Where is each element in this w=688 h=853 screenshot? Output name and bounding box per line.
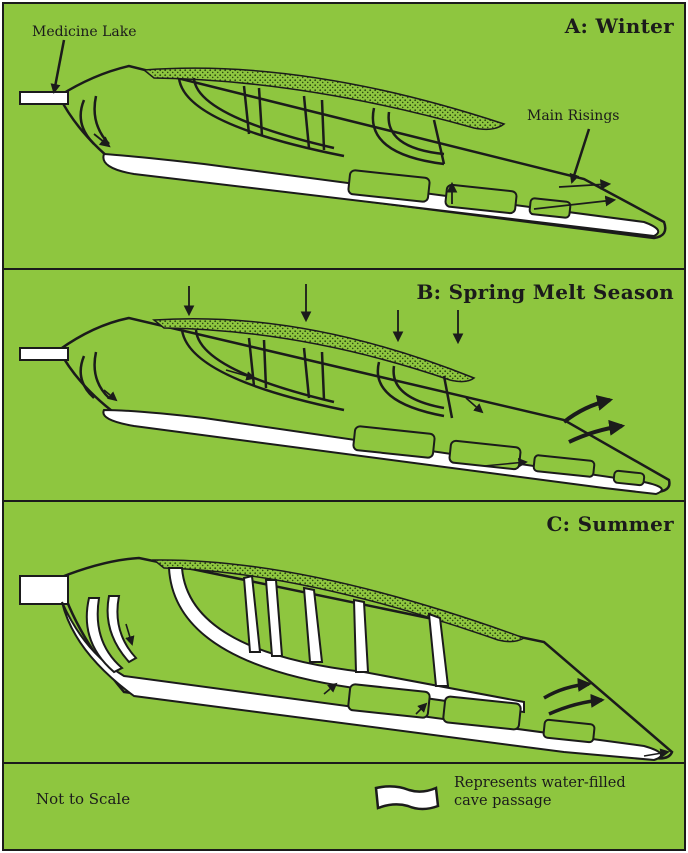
panel-spring: B: Spring Melt Season	[4, 270, 684, 502]
panel-winter-title: A: Winter	[565, 14, 674, 38]
panel-winter-drawing	[4, 4, 684, 268]
panel-winter: Medicine Lake Main Risings A: Winter	[4, 4, 684, 270]
legend-line-2: cave passage	[454, 792, 654, 810]
lake-label: Medicine Lake	[32, 24, 137, 40]
lake-outlet	[20, 348, 68, 360]
panel-summer-drawing	[4, 502, 684, 762]
lake-outlet	[20, 576, 68, 604]
risings-leader	[572, 129, 589, 182]
panel-spring-title: B: Spring Melt Season	[416, 280, 674, 304]
panel-summer: C: Summer	[4, 502, 684, 764]
lake-leader	[54, 40, 64, 92]
legend-line-1: Represents water-filled	[454, 774, 654, 792]
lake-outlet	[20, 92, 68, 104]
legend-description: Represents water-filled cave passage	[454, 774, 654, 810]
water-passage-swatch	[376, 786, 438, 809]
panel-spring-drawing	[4, 270, 684, 500]
panel-summer-title: C: Summer	[546, 512, 674, 536]
legend-panel: Not to Scale Represents water-filled cav…	[4, 764, 684, 849]
risings-label: Main Risings	[527, 108, 619, 124]
